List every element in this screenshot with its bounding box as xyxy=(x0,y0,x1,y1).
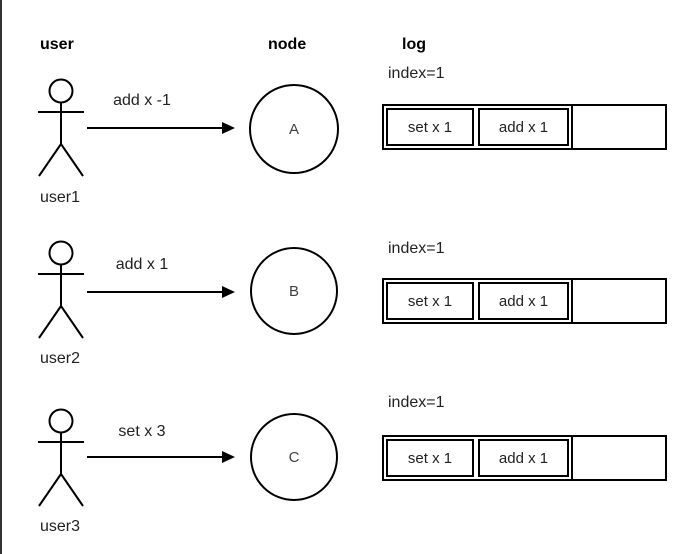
message-label: add x 1 xyxy=(115,256,169,273)
arrow-shaft xyxy=(87,127,224,129)
arrow-head-icon xyxy=(222,122,235,134)
log-cell: add x 1 xyxy=(478,439,569,477)
log-cell: set x 1 xyxy=(386,108,474,146)
message-label: add x -1 xyxy=(113,92,171,109)
node-circle: B xyxy=(250,247,338,335)
stick-figure-icon xyxy=(38,240,84,339)
column-header-log: log xyxy=(402,36,426,53)
log-cell xyxy=(571,106,665,148)
log-index-label: index=1 xyxy=(388,65,445,82)
column-header-user: user xyxy=(40,36,74,53)
arrow-head-icon xyxy=(222,451,235,463)
page-left-border xyxy=(0,0,2,554)
user1-figure xyxy=(33,78,89,178)
node-label: B xyxy=(288,282,299,300)
stick-figure-icon xyxy=(38,78,84,177)
flow-arrow xyxy=(87,451,235,463)
user-label: user3 xyxy=(40,518,81,535)
node-label: C xyxy=(288,448,300,466)
node-label: A xyxy=(288,120,299,138)
log-table: set x 1 add x 1 xyxy=(382,104,667,150)
log-index-label: index=1 xyxy=(388,394,445,411)
flow-arrow xyxy=(87,286,235,298)
user3-figure xyxy=(33,408,89,508)
node-circle: C xyxy=(250,413,338,501)
log-table: set x 1 add x 1 xyxy=(382,435,667,481)
arrow-head-icon xyxy=(222,286,235,298)
user-label: user2 xyxy=(40,350,81,367)
stick-figure-icon xyxy=(38,408,84,507)
log-table: set x 1 add x 1 xyxy=(382,278,667,324)
log-cell: set x 1 xyxy=(386,439,474,477)
user-label: user1 xyxy=(40,189,81,206)
arrow-shaft xyxy=(87,291,224,293)
log-index-label: index=1 xyxy=(388,240,445,257)
log-cell: set x 1 xyxy=(386,282,474,320)
flow-arrow xyxy=(87,122,235,134)
arrow-shaft xyxy=(87,456,224,458)
log-cell: add x 1 xyxy=(478,282,569,320)
log-cell: add x 1 xyxy=(478,108,569,146)
column-header-node: node xyxy=(268,36,307,53)
message-label: set x 3 xyxy=(118,423,166,440)
log-cell xyxy=(571,280,665,322)
log-cell xyxy=(571,437,665,479)
user2-figure xyxy=(33,240,89,340)
node-circle: A xyxy=(249,84,339,174)
